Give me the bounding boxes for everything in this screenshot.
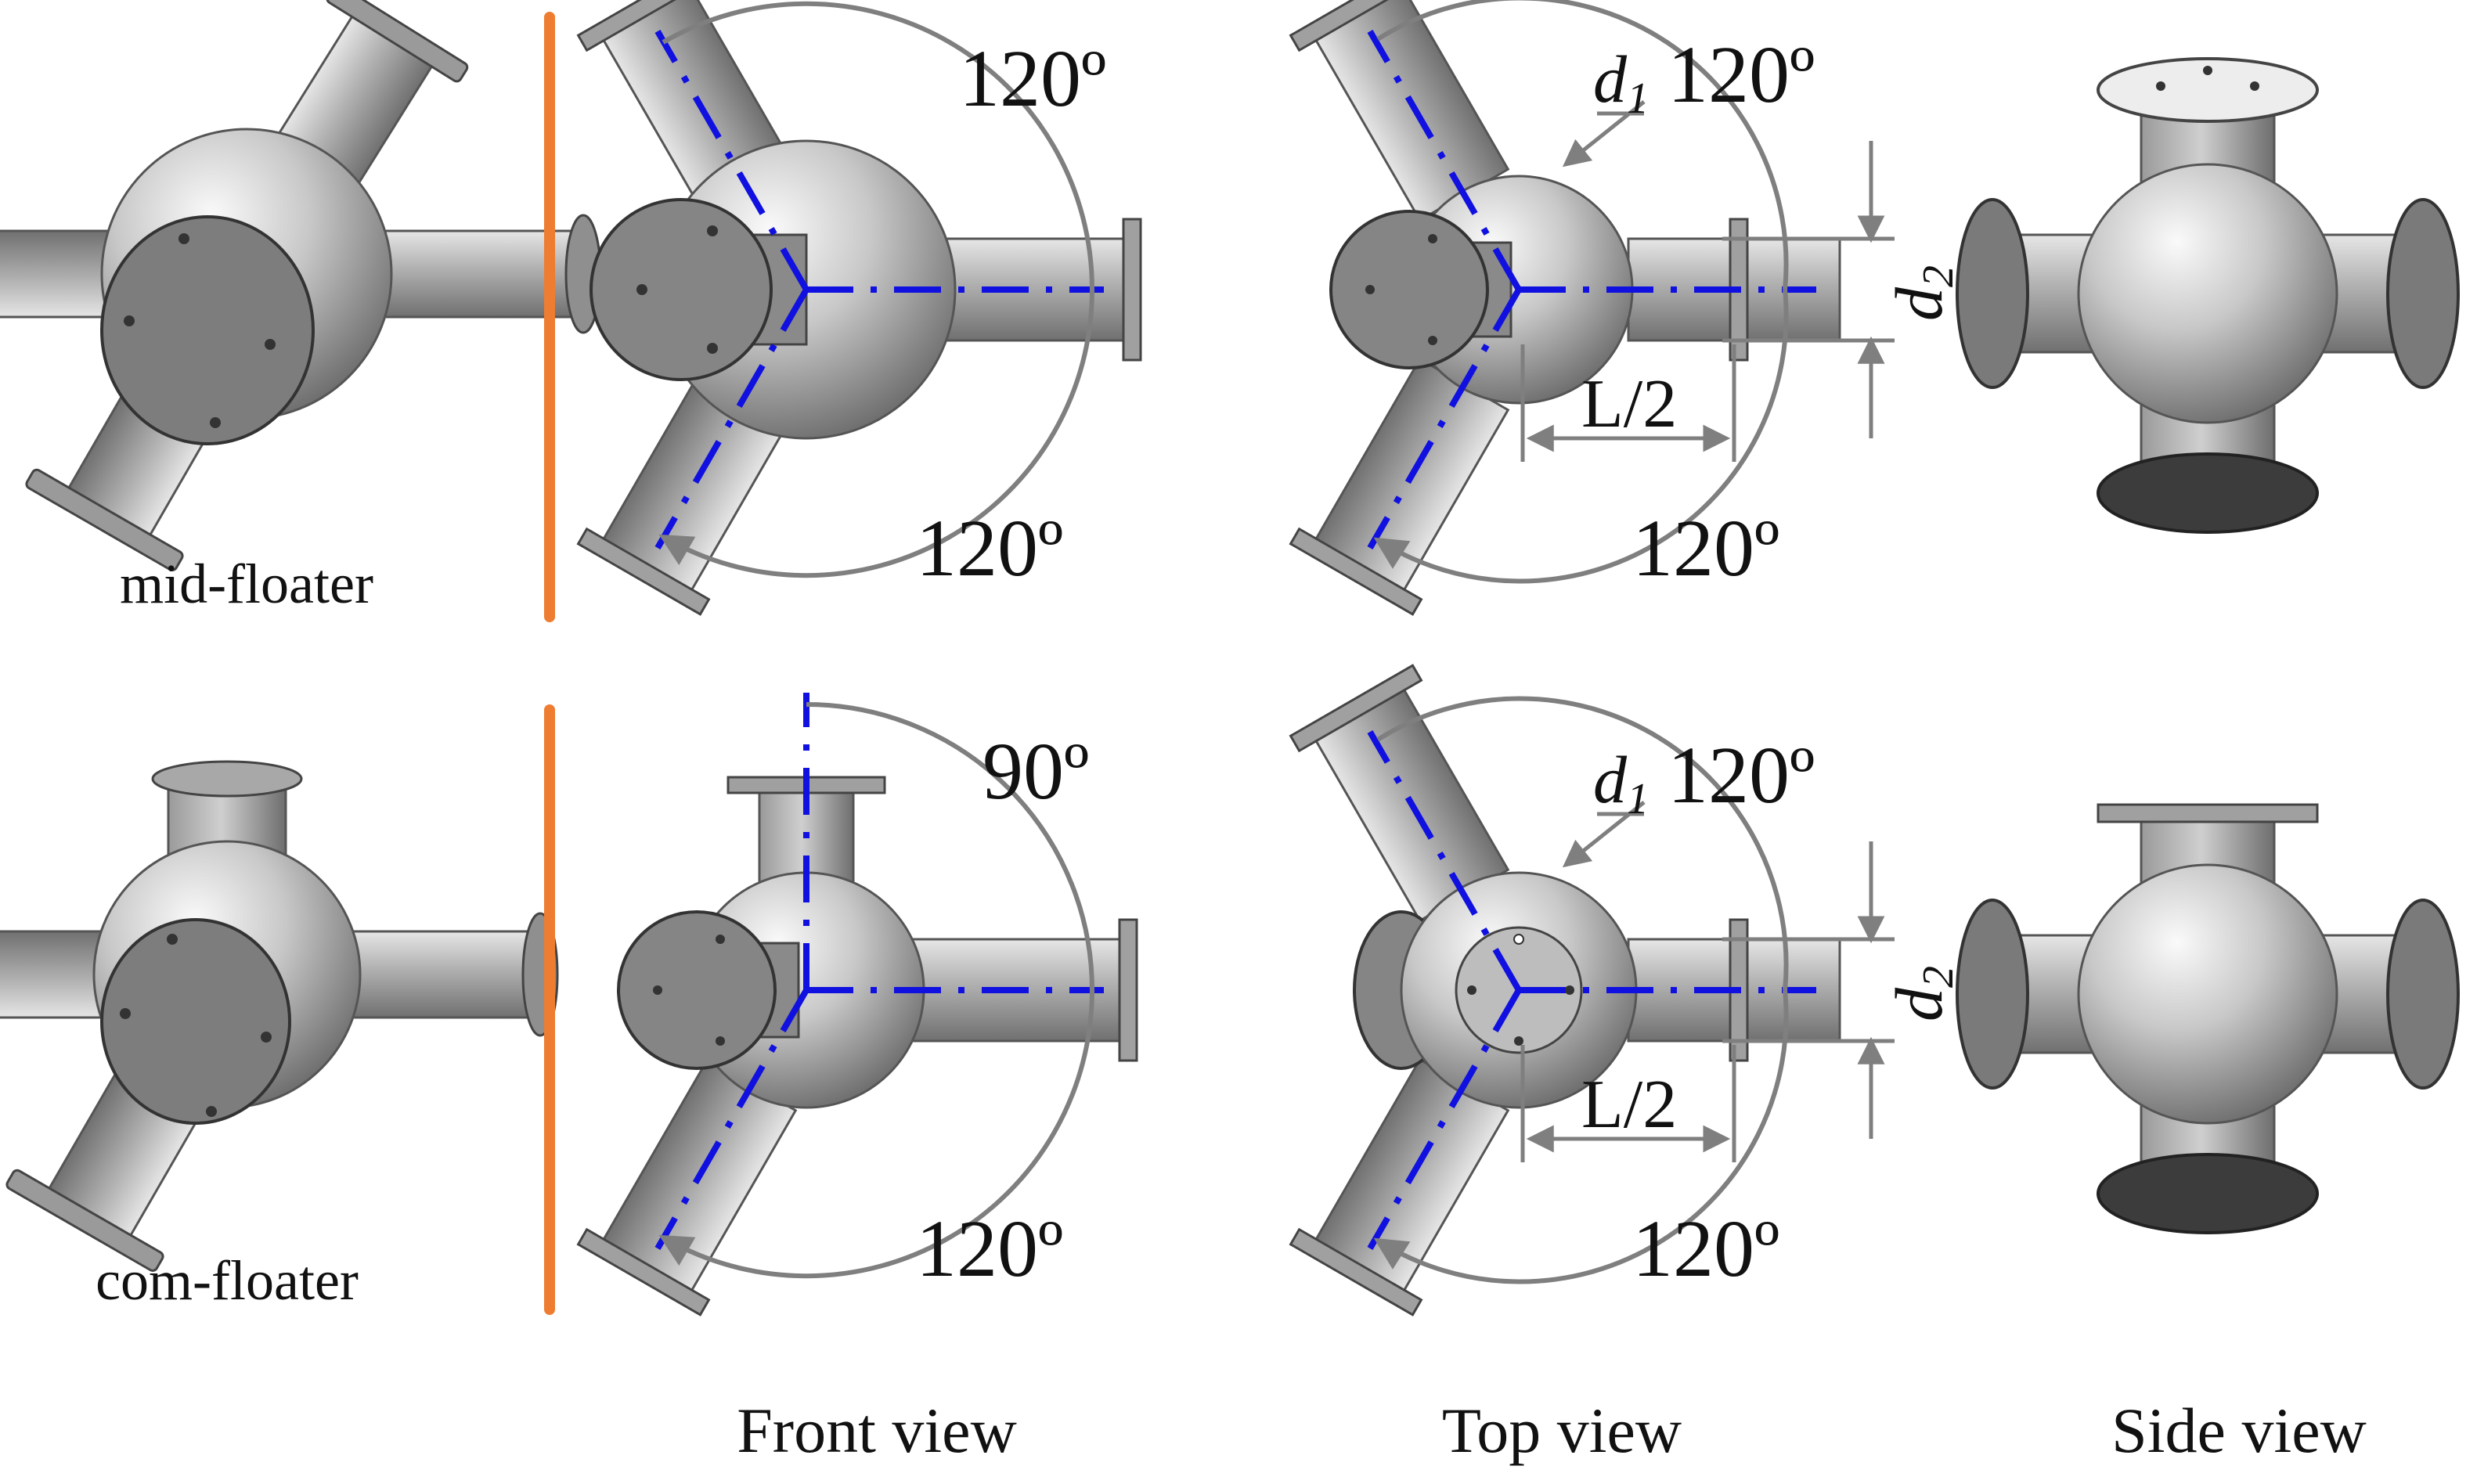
- top-mid-angle-top: 120º: [1668, 30, 1815, 120]
- front-com-angle-top: 90º: [983, 726, 1089, 816]
- com-floater-iso-model: [0, 760, 559, 1272]
- mid-floater-front-model: [576, 0, 1142, 616]
- front-com-angle-bottom: 120º: [916, 1204, 1063, 1294]
- top-mid-half-length: L/2: [1581, 366, 1677, 442]
- divider-com: [544, 704, 555, 1315]
- front-mid-arc: [663, 1, 1094, 578]
- front-mid-angle-top: 120º: [959, 34, 1106, 124]
- com-floater-side-model: [1956, 803, 2460, 1234]
- front-mid-angle-bottom: 120º: [916, 503, 1063, 593]
- row-label-com-floater: com-floater: [96, 1249, 359, 1312]
- view-label-top: Top view: [1442, 1395, 1682, 1466]
- top-com-angle-top: 120º: [1668, 730, 1815, 820]
- front-com-arc: [663, 702, 1094, 1279]
- view-label-side: Side view: [2111, 1395, 2367, 1466]
- top-mid-d1: d1: [1593, 41, 1649, 123]
- top-com-half-length: L/2: [1581, 1067, 1677, 1143]
- top-mid-dimensions: [1520, 100, 1895, 462]
- top-com-d2: d2: [1881, 966, 1963, 1021]
- top-com-d1: d1: [1593, 742, 1649, 823]
- top-com-angle-bottom: 120º: [1632, 1204, 1779, 1294]
- mid-floater-iso-model: [0, 0, 602, 571]
- top-mid-angle-bottom: 120º: [1632, 503, 1779, 593]
- top-mid-arc: [1378, 0, 1789, 584]
- top-com-arc: [1378, 696, 1789, 1284]
- row-label-mid-floater: mid-floater: [120, 553, 373, 615]
- top-mid-d2: d2: [1881, 265, 1963, 321]
- mid-floater-side-model: [1956, 57, 2460, 534]
- top-com-dimensions: [1520, 801, 1895, 1162]
- divider-mid: [544, 12, 555, 622]
- view-label-front: Front view: [737, 1395, 1017, 1466]
